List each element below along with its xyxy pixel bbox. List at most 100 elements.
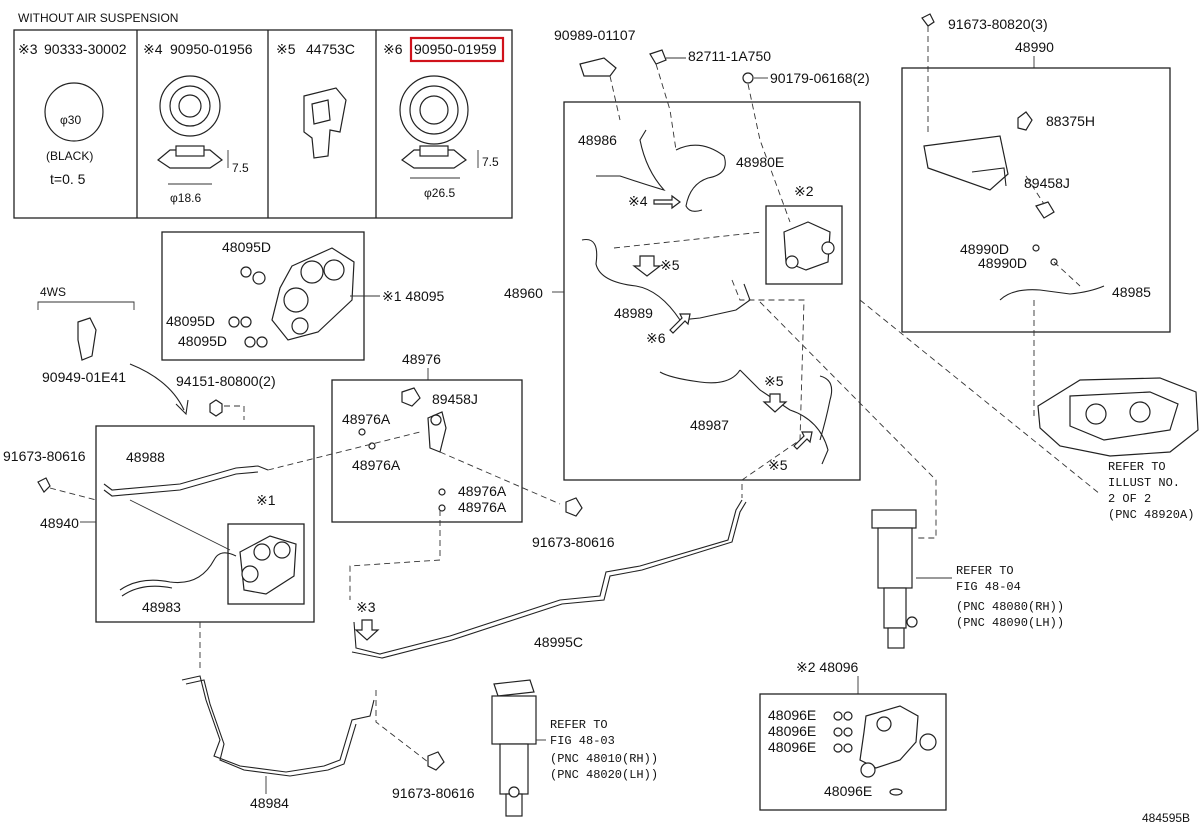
callout-48095[interactable]: ※1 48095 bbox=[382, 288, 445, 304]
svg-text:※4: ※4 bbox=[628, 193, 648, 209]
svg-text:(PNC 48920A): (PNC 48920A) bbox=[1108, 508, 1194, 522]
callout-48095D-a[interactable]: 48095D bbox=[222, 239, 271, 255]
callout-48096E-1[interactable]: 48096E bbox=[768, 707, 816, 723]
harness-48987 bbox=[659, 369, 741, 384]
svg-text:φ26.5: φ26.5 bbox=[424, 186, 455, 200]
callout-48976A-1[interactable]: 48976A bbox=[342, 411, 391, 427]
harness-48989 bbox=[581, 238, 751, 321]
callout-48988[interactable]: 48988 bbox=[126, 449, 165, 465]
callout-90179[interactable]: 90179-06168(2) bbox=[770, 70, 870, 86]
callout-48989[interactable]: 48989 bbox=[614, 305, 653, 321]
group-48976: 48976 89458J 48976A 48976A 48976A 48976A bbox=[331, 351, 561, 523]
svg-text:FIG 48-04: FIG 48-04 bbox=[956, 580, 1021, 594]
callout-48976[interactable]: 48976 bbox=[402, 351, 441, 367]
washer-black bbox=[44, 82, 104, 142]
callout-90989[interactable]: 90989-01107 bbox=[554, 27, 636, 43]
callout-91673-a[interactable]: 91673-80616 bbox=[3, 448, 86, 464]
callout-89458J-b[interactable]: 89458J bbox=[1024, 175, 1070, 191]
callout-48976A-3[interactable]: 48976A bbox=[458, 483, 507, 499]
svg-text:REFER TO: REFER TO bbox=[1108, 460, 1166, 474]
svg-text:7.5: 7.5 bbox=[232, 161, 249, 175]
valve-48096 bbox=[859, 705, 919, 769]
callout-82711[interactable]: 82711-1A750 bbox=[688, 48, 771, 64]
sensor-90949 bbox=[77, 317, 97, 361]
svg-text:ILLUST NO.: ILLUST NO. bbox=[1108, 476, 1180, 490]
callout-48987[interactable]: 48987 bbox=[690, 417, 729, 433]
group-48095: 48095D 48095D 48095D ※1 48095 bbox=[161, 231, 445, 361]
callout-94151[interactable]: 94151-80800(2) bbox=[176, 373, 276, 389]
figure-id: 484595B bbox=[1142, 811, 1190, 825]
svg-text:FIG 48-03: FIG 48-03 bbox=[550, 734, 615, 748]
svg-text:※5: ※5 bbox=[768, 457, 788, 473]
table-part-90333[interactable]: 90333-30002 bbox=[44, 41, 127, 57]
callout-48976A-4[interactable]: 48976A bbox=[458, 499, 507, 515]
svg-text:φ30: φ30 bbox=[60, 113, 81, 127]
table-part-90950-01959[interactable]: 90950-01959 bbox=[414, 41, 497, 57]
group-48096: 48096E 48096E 48096E 48096E bbox=[759, 693, 947, 811]
svg-text:REFER TO: REFER TO bbox=[956, 564, 1014, 578]
ecu-48990 bbox=[923, 135, 1009, 191]
harness-48980E bbox=[675, 144, 726, 212]
callout-48990D-b[interactable]: 48990D bbox=[978, 255, 1027, 271]
harness-48986 bbox=[596, 129, 666, 192]
callout-48983[interactable]: 48983 bbox=[142, 599, 181, 615]
callout-88375H[interactable]: 88375H bbox=[1046, 113, 1095, 129]
callout-48096E-4[interactable]: 48096E bbox=[824, 783, 872, 799]
harness-48985 bbox=[999, 285, 1105, 301]
callout-48985[interactable]: 48985 bbox=[1112, 284, 1151, 300]
label-4ws: 4WS bbox=[40, 285, 66, 299]
svg-text:※2: ※2 bbox=[794, 183, 814, 199]
svg-text:φ18.6: φ18.6 bbox=[170, 191, 201, 205]
callout-48990D-a[interactable]: 48990D bbox=[960, 241, 1009, 257]
highlight-box bbox=[409, 36, 505, 63]
svg-text:※5: ※5 bbox=[660, 257, 680, 273]
callout-48990[interactable]: 48990 bbox=[1015, 39, 1054, 55]
svg-text:(PNC 48080(RH)): (PNC 48080(RH)) bbox=[956, 600, 1064, 614]
svg-text:t=0. 5: t=0. 5 bbox=[50, 171, 86, 187]
callout-48995C[interactable]: 48995C bbox=[534, 634, 583, 650]
svg-text:※5: ※5 bbox=[276, 41, 296, 57]
harness-48984 bbox=[181, 675, 375, 773]
group-48960: 48960 48986 48980E ※4 ※2 ※5 48989 ※6 ※5 … bbox=[504, 101, 861, 481]
harness-48988 bbox=[103, 465, 269, 491]
svg-text:※1: ※1 bbox=[256, 492, 276, 508]
harness-48983 bbox=[119, 552, 237, 591]
callout-48980E[interactable]: 48980E bbox=[736, 154, 784, 170]
svg-text:(BLACK): (BLACK) bbox=[46, 149, 93, 163]
callout-48960[interactable]: 48960 bbox=[504, 285, 543, 301]
group-48990: 88375H 89458J 48990D 48990D 48985 bbox=[901, 67, 1171, 333]
callout-48096E-3[interactable]: 48096E bbox=[768, 739, 816, 755]
callout-48986[interactable]: 48986 bbox=[578, 132, 617, 148]
svg-text:2 OF 2: 2 OF 2 bbox=[1108, 492, 1151, 506]
callout-48095D-b[interactable]: 48095D bbox=[166, 313, 215, 329]
callout-48096E-2[interactable]: 48096E bbox=[768, 723, 816, 739]
table-part-44753C[interactable]: 44753C bbox=[306, 41, 355, 57]
svg-text:※4: ※4 bbox=[143, 41, 163, 57]
callout-89458J-a[interactable]: 89458J bbox=[432, 391, 478, 407]
bracket-90989 bbox=[579, 57, 617, 77]
svg-text:(PNC 48020(LH)): (PNC 48020(LH)) bbox=[550, 768, 658, 782]
callout-48940[interactable]: 48940 bbox=[40, 515, 79, 531]
svg-text:※6: ※6 bbox=[646, 330, 666, 346]
svg-text:7.5: 7.5 bbox=[482, 155, 499, 169]
svg-text:※6: ※6 bbox=[383, 41, 403, 57]
svg-text:REFER TO: REFER TO bbox=[550, 718, 608, 732]
callout-90949[interactable]: 90949-01E41 bbox=[42, 369, 126, 385]
table-part-90950-01956[interactable]: 90950-01956 bbox=[170, 41, 253, 57]
table-mark-1: ※3 bbox=[18, 41, 38, 57]
air-strut-48-03 bbox=[491, 679, 537, 817]
svg-text:※5: ※5 bbox=[764, 373, 784, 389]
callout-48096[interactable]: ※2 48096 bbox=[796, 659, 859, 675]
callout-48095D-c[interactable]: 48095D bbox=[178, 333, 227, 349]
callout-91673-d[interactable]: 91673-80616 bbox=[392, 785, 475, 801]
svg-text:(PNC 48010(RH)): (PNC 48010(RH)) bbox=[550, 752, 658, 766]
callout-91673-c[interactable]: 91673-80820(3) bbox=[948, 16, 1048, 32]
callout-48984[interactable]: 48984 bbox=[250, 795, 289, 811]
clip-part bbox=[303, 87, 347, 159]
svg-text:※3: ※3 bbox=[356, 599, 376, 615]
callout-91673-b[interactable]: 91673-80616 bbox=[532, 534, 615, 550]
callout-48976A-2[interactable]: 48976A bbox=[352, 457, 401, 473]
parts-table: ※3 90333-30002 φ30 (BLACK) t=0. 5 ※4 909… bbox=[13, 29, 513, 219]
air-strut-48-04 bbox=[871, 509, 918, 649]
